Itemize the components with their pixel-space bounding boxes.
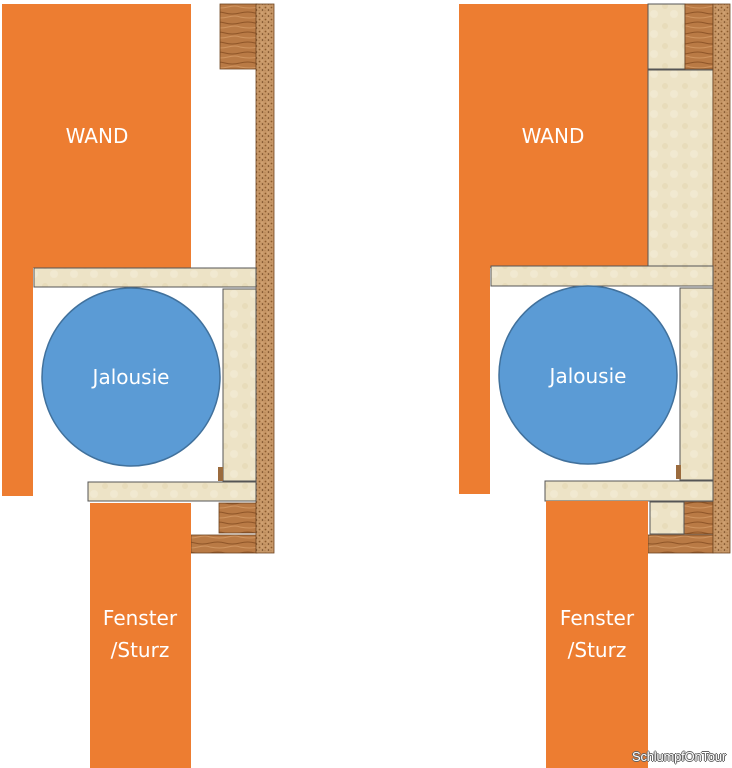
- right-base-batten: [647, 534, 714, 554]
- left-box-top-board: [33, 267, 257, 288]
- right-wall: [459, 4, 648, 494]
- right-diagram: WAND Jalousie Fenster /Sturz: [459, 3, 731, 768]
- right-upper-insulation-fill: [647, 69, 714, 268]
- left-wall-label: WAND: [66, 124, 129, 148]
- right-window-label-line2: /Sturz: [568, 638, 627, 662]
- left-top-batten: [219, 3, 258, 70]
- right-box-small-block: [676, 465, 681, 479]
- left-window-lintel: [90, 503, 191, 768]
- right-box-back-board: [679, 287, 714, 481]
- right-top-batten: [684, 3, 714, 70]
- left-window-label-line2: /Sturz: [111, 638, 170, 662]
- left-window-label-line1: Fenster: [103, 606, 178, 630]
- right-insulation-panel: [712, 3, 731, 554]
- left-box-small-block: [218, 467, 223, 481]
- right-window-label-line1: Fenster: [560, 606, 635, 630]
- right-window-lintel: [546, 501, 648, 768]
- right-box-top-board: [490, 265, 714, 287]
- left-wall: [2, 4, 191, 496]
- left-box-back-board: [222, 288, 257, 482]
- left-diagram: WAND Jalousie Fenster /Sturz: [2, 3, 275, 768]
- left-box-bottom-board: [87, 481, 257, 502]
- left-blind-label: Jalousie: [91, 365, 170, 389]
- right-wall-label: WAND: [522, 124, 585, 148]
- left-insulation-panel: [255, 3, 275, 554]
- right-lower-insulation-block: [649, 501, 685, 535]
- right-blind-label: Jalousie: [548, 364, 627, 388]
- left-bottom-batten: [218, 502, 258, 534]
- left-blind-roll: [41, 287, 221, 467]
- right-box-bottom-board: [544, 480, 714, 502]
- watermark: SchlumpfOnTour: [631, 749, 726, 764]
- right-bottom-batten: [683, 501, 714, 535]
- right-upper-insulation-board: [647, 3, 686, 70]
- right-blind-roll: [498, 285, 678, 465]
- left-base-batten: [190, 534, 258, 554]
